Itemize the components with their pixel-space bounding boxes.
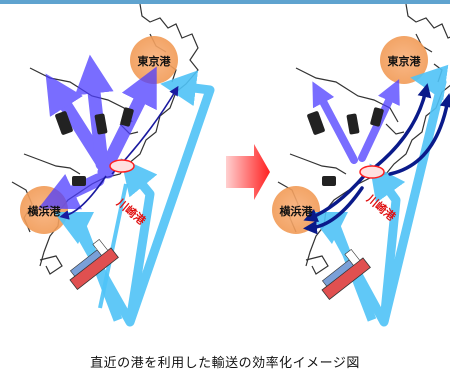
ship-icon: [69, 238, 119, 291]
truck-icon: [346, 113, 360, 135]
thin-route-before: [98, 183, 128, 309]
panel-before: 東京港 横浜港 川崎港: [11, 4, 215, 327]
ship-icon: [321, 248, 371, 301]
kawasaki-marker-after: [359, 165, 385, 179]
truck-icon: [307, 111, 325, 135]
transition-arrow-icon: [226, 144, 270, 200]
truck-routes-before: [38, 54, 157, 210]
diagram-caption: 直近の港を利用した輸送の効率化イメージ図: [90, 356, 360, 371]
truck-icons-after: [307, 107, 384, 186]
truck-icon: [94, 113, 108, 135]
truck-icon: [322, 176, 336, 186]
label-tokyo-before: 東京港: [138, 54, 172, 68]
truck-icon: [120, 107, 134, 127]
panel-after: 東京港 横浜港 川崎港: [272, 4, 450, 327]
kawasaki-marker-before: [109, 159, 135, 173]
label-yokohama-before: 横浜港: [28, 204, 62, 218]
truck-icon: [370, 107, 384, 127]
truck-icons-before: [55, 107, 134, 186]
kawasaki-routes-after: [303, 83, 450, 235]
label-yokohama-after: 横浜港: [280, 204, 314, 218]
top-border: [0, 0, 450, 4]
transport-efficiency-diagram: 東京港 横浜港 川崎港: [11, 4, 450, 327]
label-tokyo-after: 東京港: [388, 54, 422, 68]
truck-icon: [55, 111, 73, 135]
truck-icon: [72, 176, 86, 186]
